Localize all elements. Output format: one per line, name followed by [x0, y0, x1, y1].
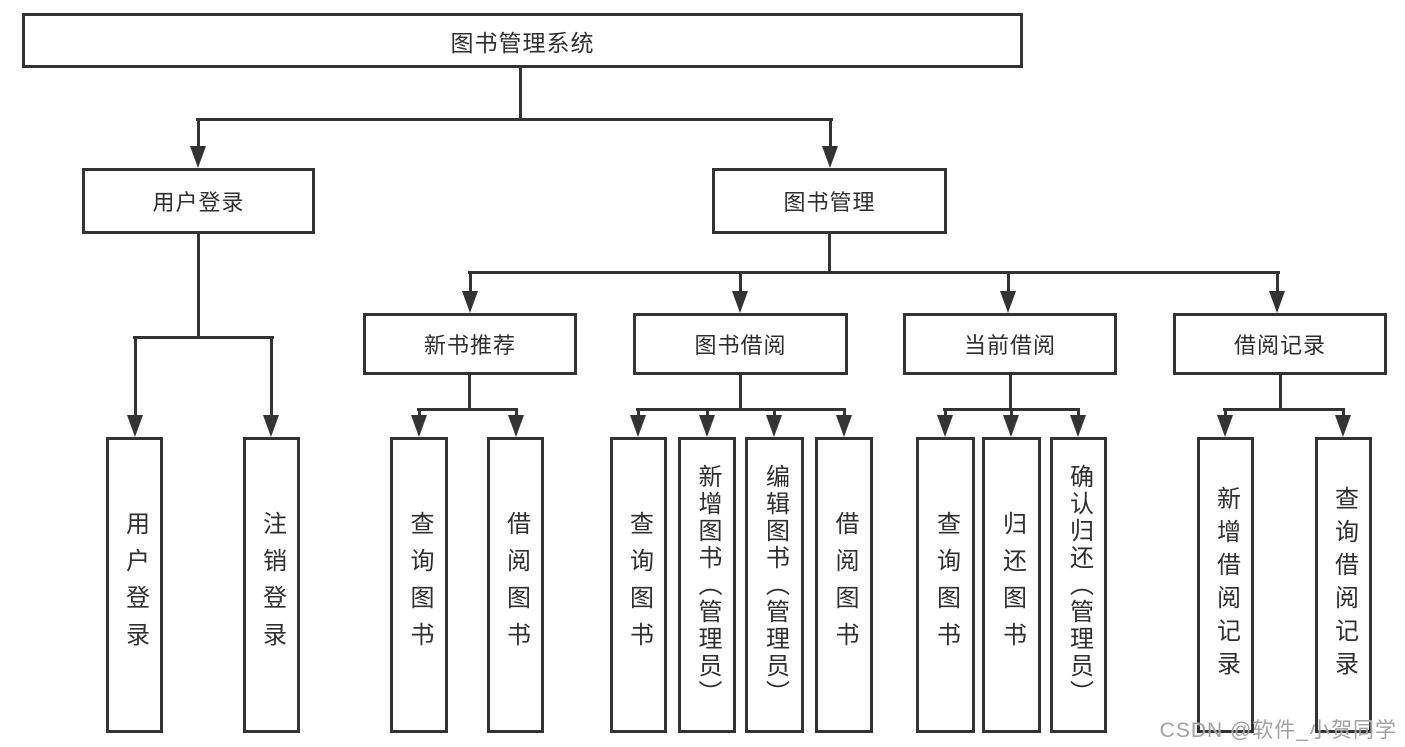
connector-root-stub [519, 68, 522, 118]
node-borrow-record: 借阅记录 [1173, 313, 1387, 375]
arrow-down-icon [699, 408, 715, 437]
node-book-borrow: 图书借阅 [633, 313, 848, 375]
arrow-down-icon [1070, 408, 1086, 437]
connector-current-stub [1009, 375, 1012, 408]
leaf-add-book-admin: 新增图书（管理员） [678, 437, 736, 733]
connector-login-hline [133, 336, 274, 339]
arrow-down-icon [822, 118, 838, 168]
leaf-query-book: 查询图书 [916, 437, 975, 733]
arrow-down-icon [732, 271, 748, 313]
arrow-down-icon [836, 408, 852, 437]
leaf-return-book: 归还图书 [982, 437, 1041, 733]
arrow-down-icon [1000, 271, 1016, 313]
arrow-down-icon [1335, 408, 1351, 437]
connector-newbook-stub [468, 375, 471, 408]
arrow-down-icon [1003, 408, 1019, 437]
arrow-down-icon [766, 408, 782, 437]
leaf-user-login: 用户登录 [106, 437, 163, 733]
arrow-down-icon [127, 336, 143, 437]
arrow-down-icon [630, 408, 646, 437]
leaf-borrow-book: 借阅图书 [487, 437, 544, 733]
connector-level1-hline [196, 118, 833, 121]
node-user-login: 用户登录 [82, 168, 315, 234]
leaf-add-borrow-record: 新增借阅记录 [1197, 437, 1254, 733]
connector-borrow-stub [739, 375, 742, 408]
arrow-down-icon [190, 118, 206, 168]
connector-mgmt-stub [828, 233, 831, 271]
arrow-down-icon [411, 408, 427, 437]
arrow-down-icon [462, 271, 478, 313]
arrow-down-icon [263, 336, 279, 437]
connector-level2-hline [468, 271, 1280, 274]
csdn-watermark: CSDN @软件_小贺同学 [1159, 719, 1397, 742]
leaf-query-book: 查询图书 [610, 437, 667, 733]
node-current-borrow: 当前借阅 [903, 313, 1117, 375]
node-new-book-recommend: 新书推荐 [363, 313, 577, 375]
node-book-management: 图书管理 [712, 168, 947, 234]
connector-record-hline [1223, 408, 1345, 411]
connector-record-stub [1279, 375, 1282, 408]
connector-borrow-hline [636, 408, 846, 411]
leaf-borrow-book: 借阅图书 [815, 437, 873, 733]
leaf-confirm-return-admin: 确认归还（管理员） [1050, 437, 1107, 733]
connector-newbook-hline [417, 408, 518, 411]
leaf-edit-book-admin: 编辑图书（管理员） [745, 437, 804, 733]
arrow-down-icon [937, 408, 953, 437]
node-library-system: 图书管理系统 [22, 13, 1023, 68]
arrow-down-icon [1217, 408, 1233, 437]
arrow-down-icon [508, 408, 524, 437]
leaf-query-book: 查询图书 [390, 437, 448, 733]
connector-login-stub [197, 233, 200, 336]
leaf-query-borrow-record: 查询借阅记录 [1315, 437, 1372, 733]
arrow-down-icon [1269, 271, 1285, 313]
leaf-logout: 注销登录 [243, 437, 300, 733]
